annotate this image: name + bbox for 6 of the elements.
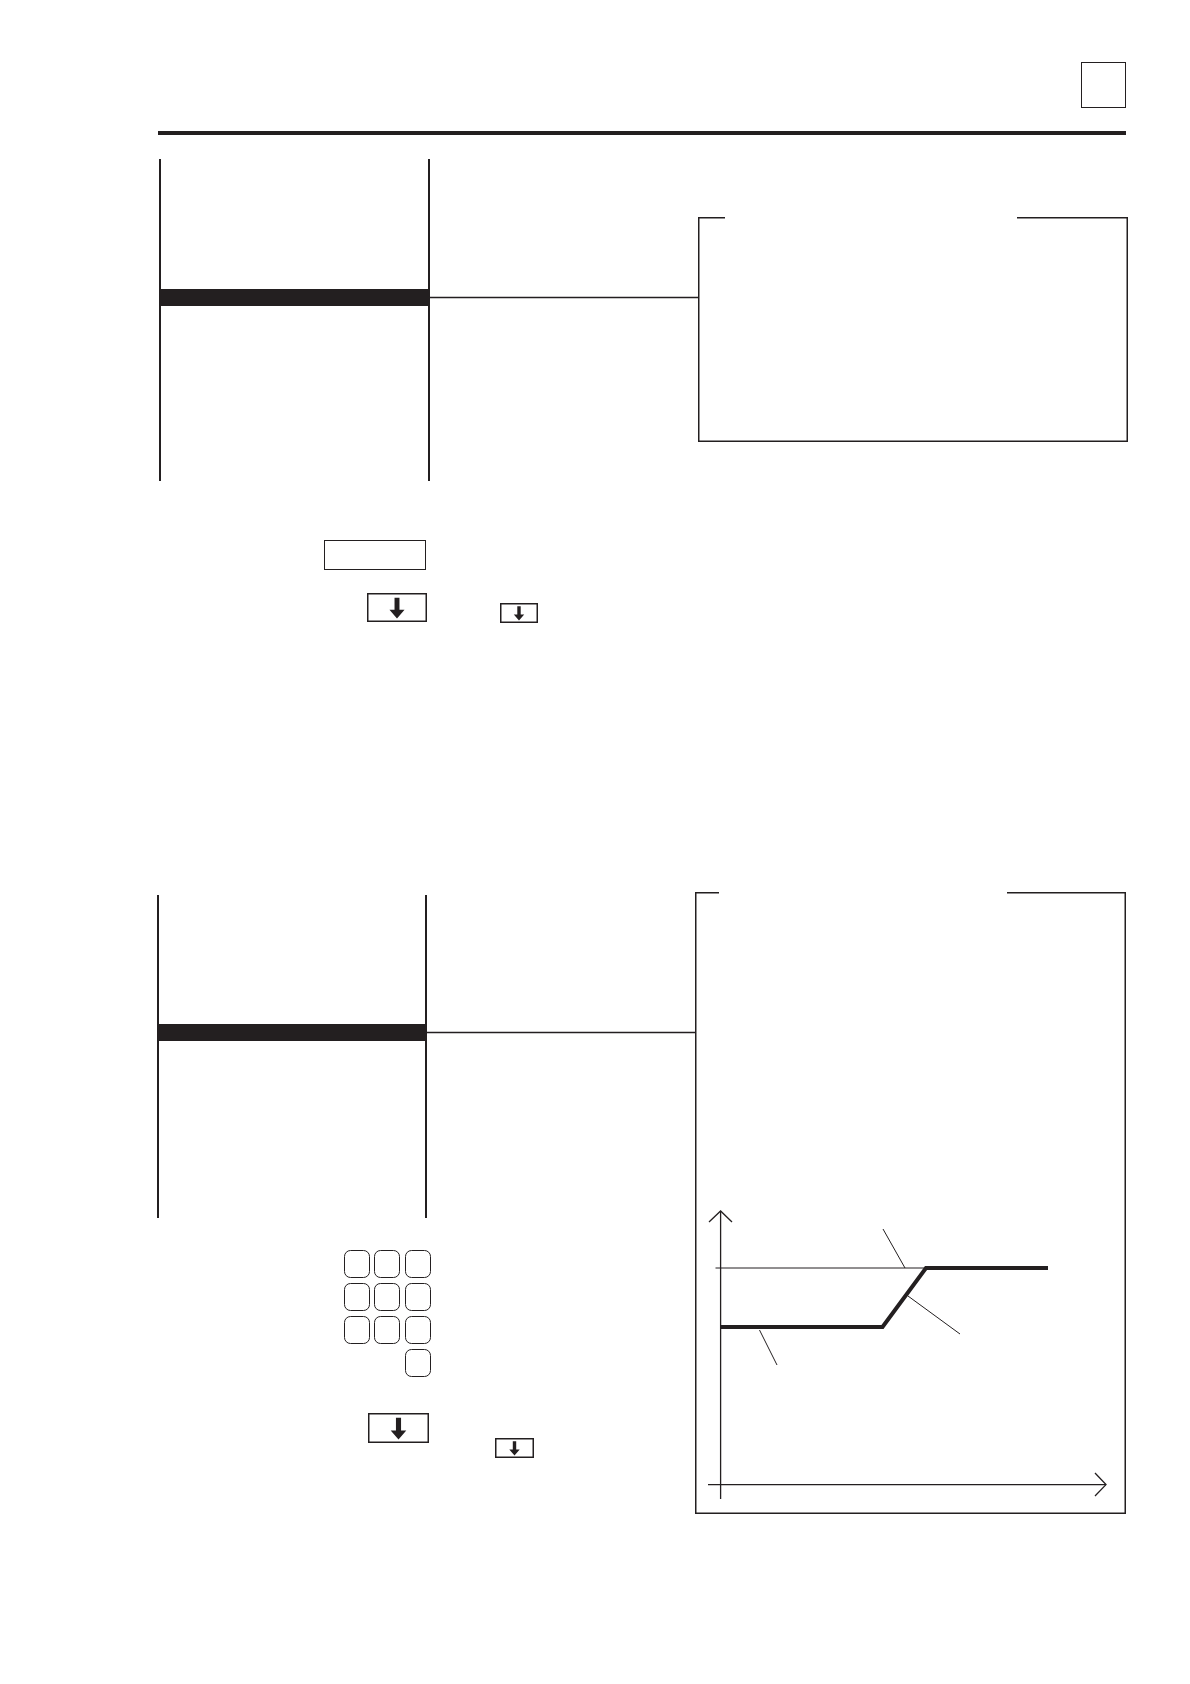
connector-line: [428, 296, 700, 299]
connector-line: [425, 1031, 697, 1034]
highlight-bar: [160, 289, 429, 306]
highlight-bar: [158, 1024, 426, 1041]
screen-frame: [695, 892, 1126, 1514]
screen-frame: [698, 217, 1128, 442]
